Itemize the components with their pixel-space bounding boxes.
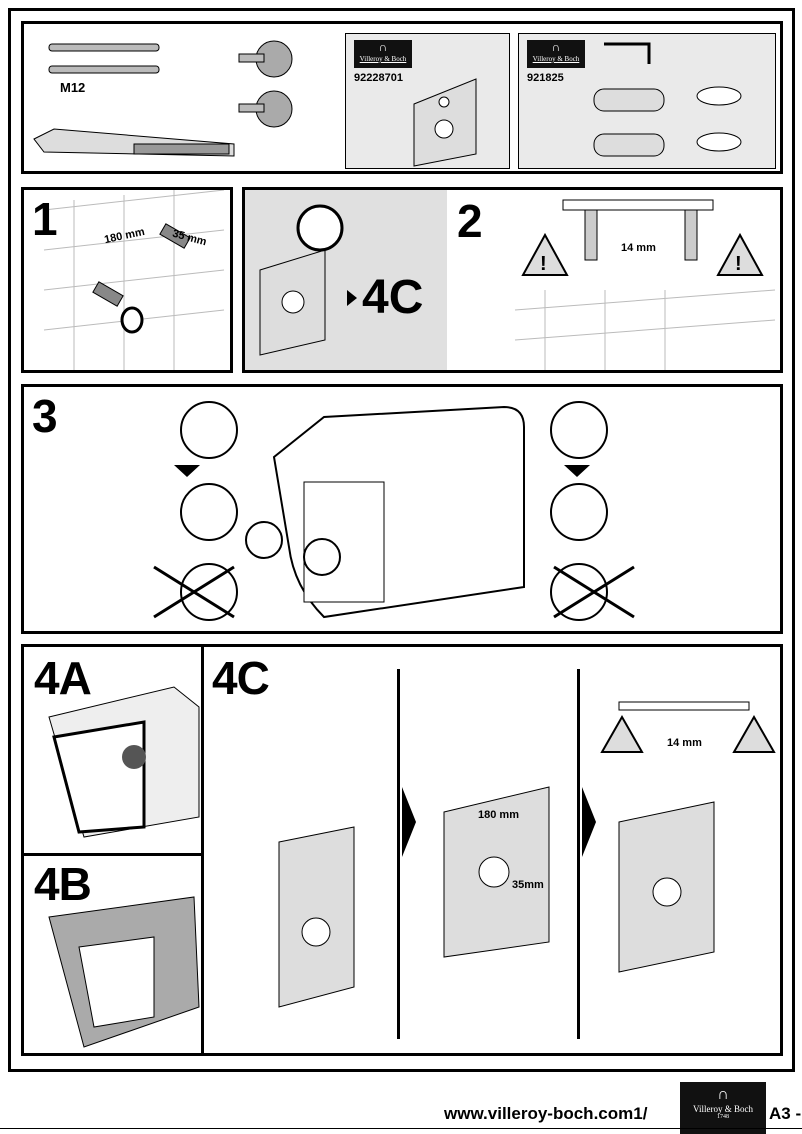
kit-b-box: ∩Villeroy & Boch 921825 (518, 33, 776, 169)
footer-brand-logo: ∩ Villeroy & Boch 1748 (680, 1082, 766, 1134)
step-4b-label: 4B (34, 858, 92, 910)
svg-text:!: ! (540, 253, 547, 275)
mounting-plate-icon (413, 78, 477, 167)
step-4-illustration (48, 686, 776, 1048)
step-3-panel: 3 (21, 384, 783, 634)
step-1-panel: 1 180 mm 35 mm (21, 187, 233, 373)
dimension-35: 35mm (512, 879, 544, 891)
kit-a-code: 92228701 (354, 72, 403, 84)
parts-panel: M12 ∩Villeroy & Boch 92228701 ∩Villeroy … (21, 21, 783, 174)
footer-url: www.villeroy-boch.com1/ (444, 1104, 648, 1123)
step-4c-label: 4C (212, 652, 270, 704)
step-4a-label: 4A (34, 652, 92, 704)
brand-name: Villeroy & Boch (693, 1104, 753, 1114)
dimension-180: 180 mm (478, 809, 519, 821)
brand-year: 1748 (717, 1114, 729, 1120)
divider (24, 853, 201, 856)
brand-logo: ∩Villeroy & Boch (354, 40, 412, 68)
step-3-illustration (153, 401, 635, 621)
fixing-parts-icon (593, 42, 742, 157)
step-4-panel: 4A 4B 4C 180 mm 35mm 14 mm (21, 644, 783, 1056)
brand-logo: ∩Villeroy & Boch (527, 40, 585, 68)
svg-text:!: ! (735, 253, 742, 275)
step-number: 3 (32, 390, 58, 442)
wall-bolts-illustration (43, 190, 225, 370)
dimension-14: 14 mm (667, 737, 702, 749)
step-number: 2 (457, 195, 483, 247)
bolt-size-label: M12 (60, 80, 86, 95)
kit-a-box: ∩Villeroy & Boch 92228701 (345, 33, 510, 169)
page-number: A3 - (769, 1104, 802, 1123)
divider (201, 647, 204, 1053)
parts-illustration (33, 40, 293, 157)
step-2-illustration: !! (259, 199, 776, 370)
divider (397, 669, 400, 1039)
reference-step: 4C (362, 271, 424, 324)
footer-rule (0, 1128, 802, 1129)
brand-name: Villeroy & Boch (532, 55, 580, 63)
divider (577, 669, 580, 1039)
step-number: 1 (32, 193, 58, 245)
kit-b-code: 921825 (527, 72, 564, 84)
dimension-14: 14 mm (621, 242, 656, 254)
brand-name: Villeroy & Boch (359, 55, 407, 63)
step-2-panel: !! 4C 2 14 mm (242, 187, 783, 373)
